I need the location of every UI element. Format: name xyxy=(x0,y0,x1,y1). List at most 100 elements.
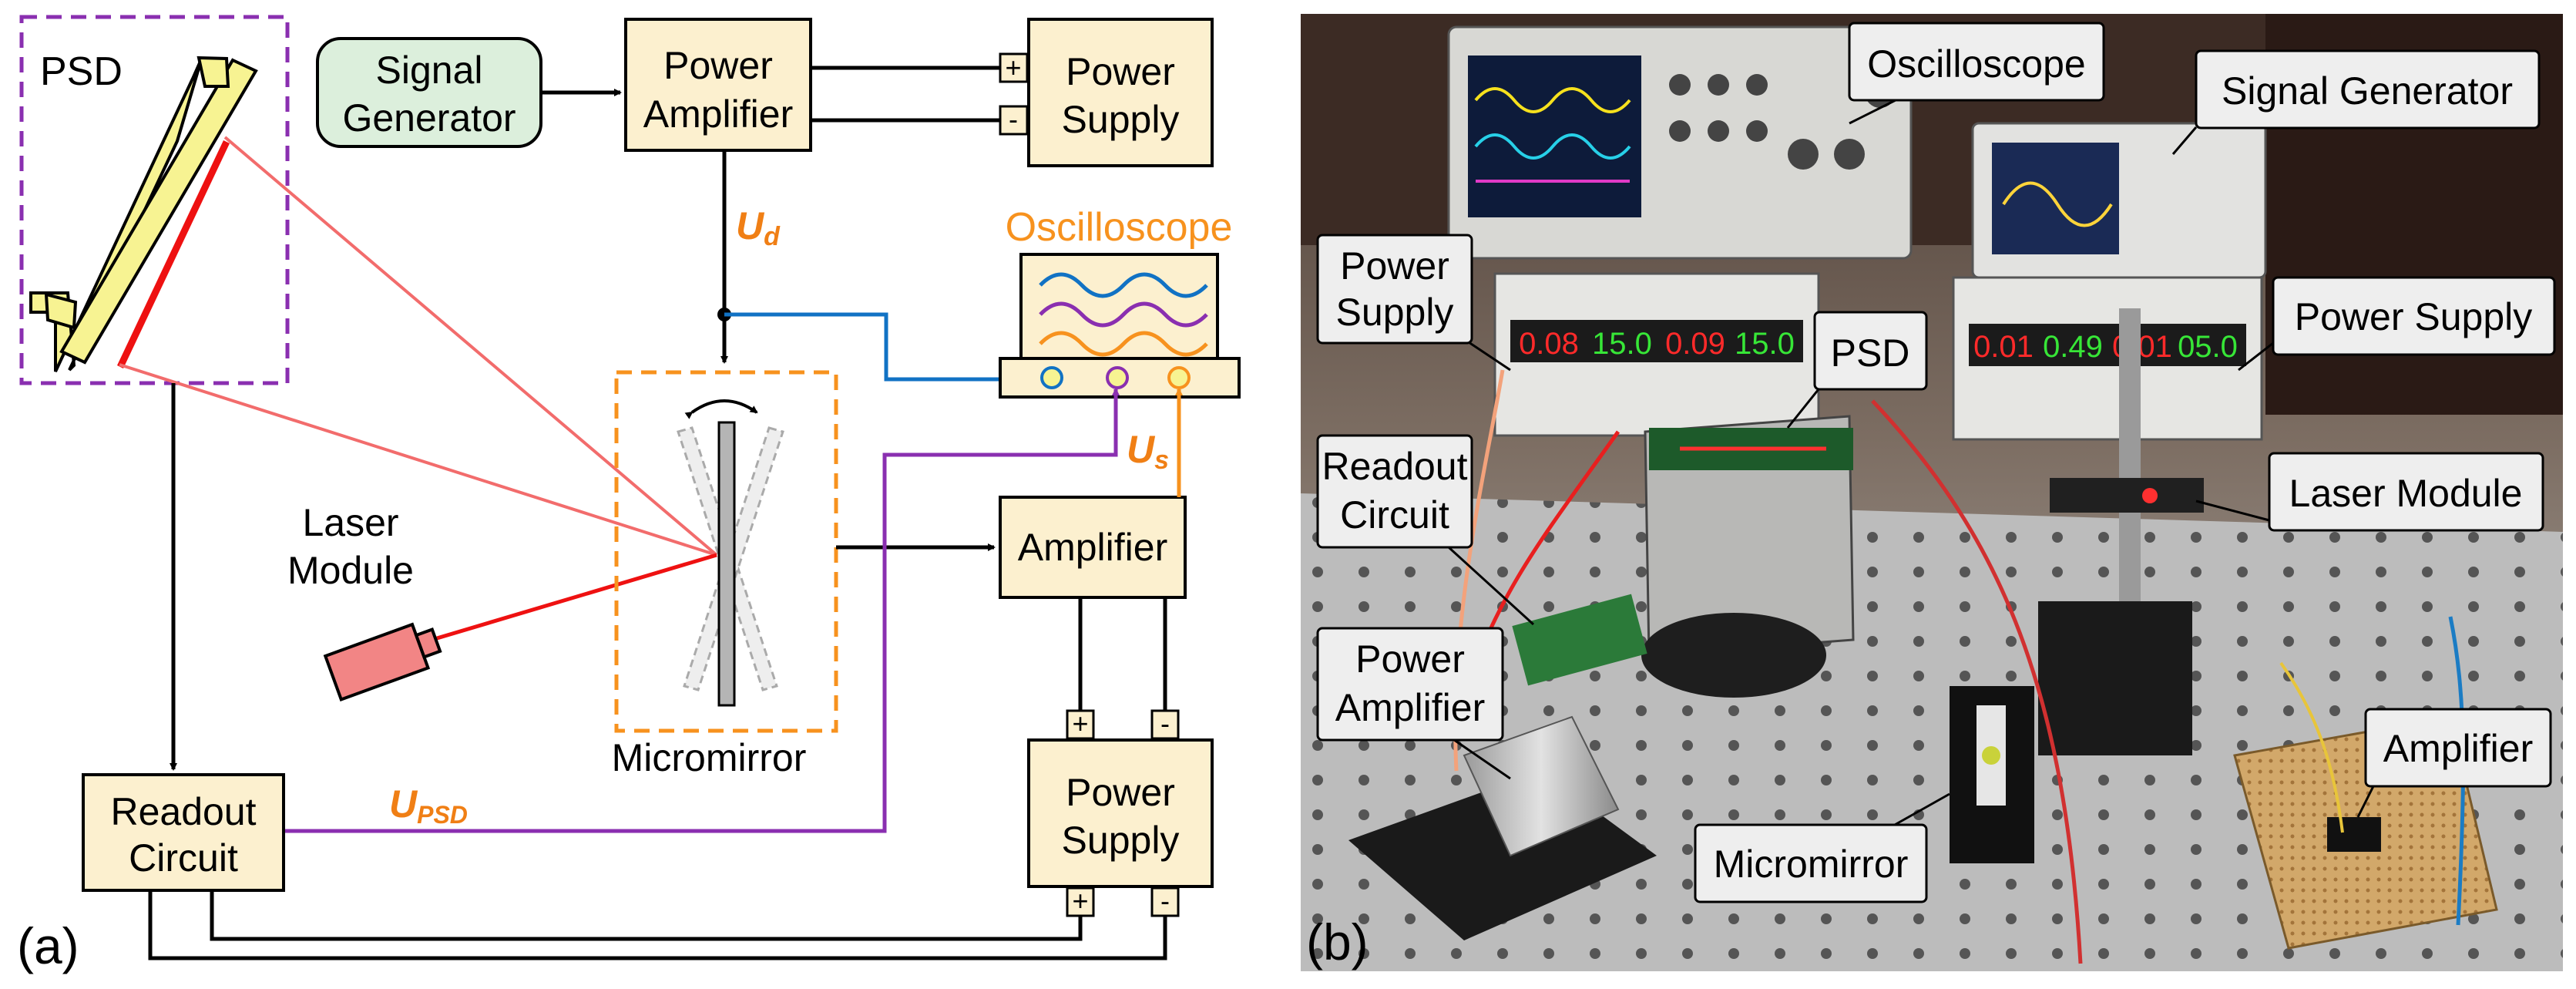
scope-input-purple xyxy=(1106,366,1129,389)
micromirror-plate xyxy=(717,421,736,707)
callout-power-amplifier-line1: Power xyxy=(1355,637,1465,681)
photo-scope-trace-yellow xyxy=(1474,87,1631,113)
power-supply-bottom-line2: Supply xyxy=(1062,819,1180,862)
photo-readout-pcb xyxy=(1512,594,1647,686)
photo-laser-aperture xyxy=(2142,488,2158,503)
us-label: Us xyxy=(1127,428,1169,475)
scope-input-orange xyxy=(1167,366,1191,389)
photo-psd-mount xyxy=(1641,613,1826,698)
power-supply-top-block xyxy=(1027,18,1214,167)
photo-heatsink xyxy=(1463,715,1620,857)
callout-laser-module-text: Laser Module xyxy=(2289,472,2523,515)
upsd-label: UPSD xyxy=(389,782,468,829)
callout-micromirror-text: Micromirror xyxy=(1714,843,1909,886)
photo-laser-module xyxy=(2050,478,2204,513)
callout-amplifier-text: Amplifier xyxy=(2383,727,2533,770)
laser-incident-beam xyxy=(436,553,717,641)
panel-b-letter: (b) xyxy=(1306,913,1369,970)
callout-power-amplifier-line2: Amplifier xyxy=(1335,686,1485,729)
callout-amplifier: Amplifier xyxy=(2356,708,2552,818)
ps-left-readout-3: 0.09 xyxy=(1665,327,1725,361)
callout-micromirror: Micromirror xyxy=(1694,792,1950,903)
callout-laser-module: Laser Module xyxy=(2195,452,2544,532)
readout-circuit-block xyxy=(82,773,285,892)
photo-post-base xyxy=(2038,601,2192,755)
callout-power-supply-left-line1: Power xyxy=(1340,244,1449,288)
minus-sign: - xyxy=(1160,885,1170,917)
photo-cable-3 xyxy=(1871,399,2083,964)
callout-readout-circuit-line1: Readout xyxy=(1322,445,1467,488)
ud-label: Ud xyxy=(736,204,781,251)
photo-cable-4 xyxy=(2279,661,2344,833)
minus-sign: - xyxy=(1160,708,1170,739)
wire-readout-plus xyxy=(210,890,1083,941)
signal-generator-line1: Signal xyxy=(376,49,483,92)
photo-ps-left-display xyxy=(1510,320,1803,362)
panel-b-photo: 0.08 15.0 0.09 15.0 0.01 0.49 0.01 05.0 xyxy=(1301,14,2563,971)
ps-right-readout-1: 0.01 xyxy=(1973,330,2034,364)
callout-oscilloscope-text: Oscilloscope xyxy=(1867,42,2085,86)
amplifier-label: Amplifier xyxy=(1018,526,1167,569)
readout-circuit-line1: Readout xyxy=(110,790,256,833)
callout-readout-circuit-line2: Circuit xyxy=(1340,493,1449,537)
plus-sign: + xyxy=(1072,885,1088,917)
photo-siggen-screen xyxy=(1992,143,2119,254)
photo-micromirror-spot xyxy=(1982,746,2000,765)
plus-terminal-top xyxy=(999,52,1029,83)
power-amplifier-block xyxy=(624,18,812,152)
callout-signal-generator: Signal Generator xyxy=(2171,49,2541,155)
power-supply-bottom-block xyxy=(1027,738,1214,888)
photo-amplifier-chip xyxy=(2327,817,2381,852)
plus-terminal-bottom-top xyxy=(1066,709,1095,740)
callout-power-supply-left: Power Supply xyxy=(1316,234,1511,372)
callout-power-supply-left-line2: Supply xyxy=(1336,291,1454,334)
callout-power-supply-right: Power Supply xyxy=(2238,276,2556,372)
power-amplifier-line1: Power xyxy=(663,44,773,87)
wire-readout-minus xyxy=(148,890,1167,960)
rotation-arrow xyxy=(684,399,758,419)
callout-readout-circuit: Readout Circuit xyxy=(1316,434,1535,626)
photo-post xyxy=(2119,308,2141,632)
panel-a-letter: (a) xyxy=(17,917,79,974)
readout-circuit-line2: Circuit xyxy=(129,836,238,880)
micromirror-dashed-frame xyxy=(614,370,838,733)
laser-module-line1: Laser xyxy=(302,501,398,544)
photo-ps-right-display xyxy=(1969,324,2246,366)
power-supply-bottom-line1: Power xyxy=(1066,771,1175,814)
callout-oscilloscope: Oscilloscope xyxy=(1848,22,2105,125)
panel-a-schematic: PSD Signal Generator Power Amplifier Pow… xyxy=(17,15,1241,974)
power-amplifier-line2: Amplifier xyxy=(643,93,793,136)
micromirror-label: Micromirror xyxy=(612,736,807,779)
laser-beam-lower xyxy=(119,363,717,557)
signal-generator-line2: Generator xyxy=(342,96,516,140)
callout-power-amplifier: Power Amplifier xyxy=(1316,627,1511,780)
plus-sign: + xyxy=(1005,52,1021,83)
minus-sign: - xyxy=(1009,103,1018,135)
wire-purple-upsd xyxy=(284,388,1120,833)
laser-module-line2: Module xyxy=(287,549,414,592)
minus-terminal-bottom-bottom xyxy=(1150,886,1180,917)
scope-input-blue xyxy=(1040,366,1063,389)
psd-device xyxy=(29,56,258,372)
psd-dashed-frame xyxy=(19,15,290,385)
photo-scope-trace-cyan xyxy=(1474,133,1631,160)
laser-module-body xyxy=(323,622,442,701)
psd-label: PSD xyxy=(40,49,123,94)
scope-wave-blue xyxy=(1039,272,1208,298)
oscilloscope-label: Oscilloscope xyxy=(1006,205,1233,250)
plus-terminal-bottom-bottom xyxy=(1066,886,1095,917)
ps-right-readout-2: 0.49 xyxy=(2043,330,2103,364)
power-supply-top-line1: Power xyxy=(1066,50,1175,93)
ps-left-readout-4: 15.0 xyxy=(1735,327,1795,361)
callout-psd-text: PSD xyxy=(1831,331,1910,375)
callout-psd: PSD xyxy=(1786,311,1928,429)
photo-psd-plate xyxy=(1644,415,1855,657)
photo-siggen-wave xyxy=(2002,181,2113,227)
power-supply-top-line2: Supply xyxy=(1062,98,1180,141)
plus-sign: + xyxy=(1072,708,1088,739)
scope-wave-purple xyxy=(1039,301,1208,328)
laser-beam-upper xyxy=(223,136,718,557)
ps-left-readout-2: 15.0 xyxy=(1592,327,1652,361)
callout-signal-generator-text: Signal Generator xyxy=(2222,69,2513,113)
